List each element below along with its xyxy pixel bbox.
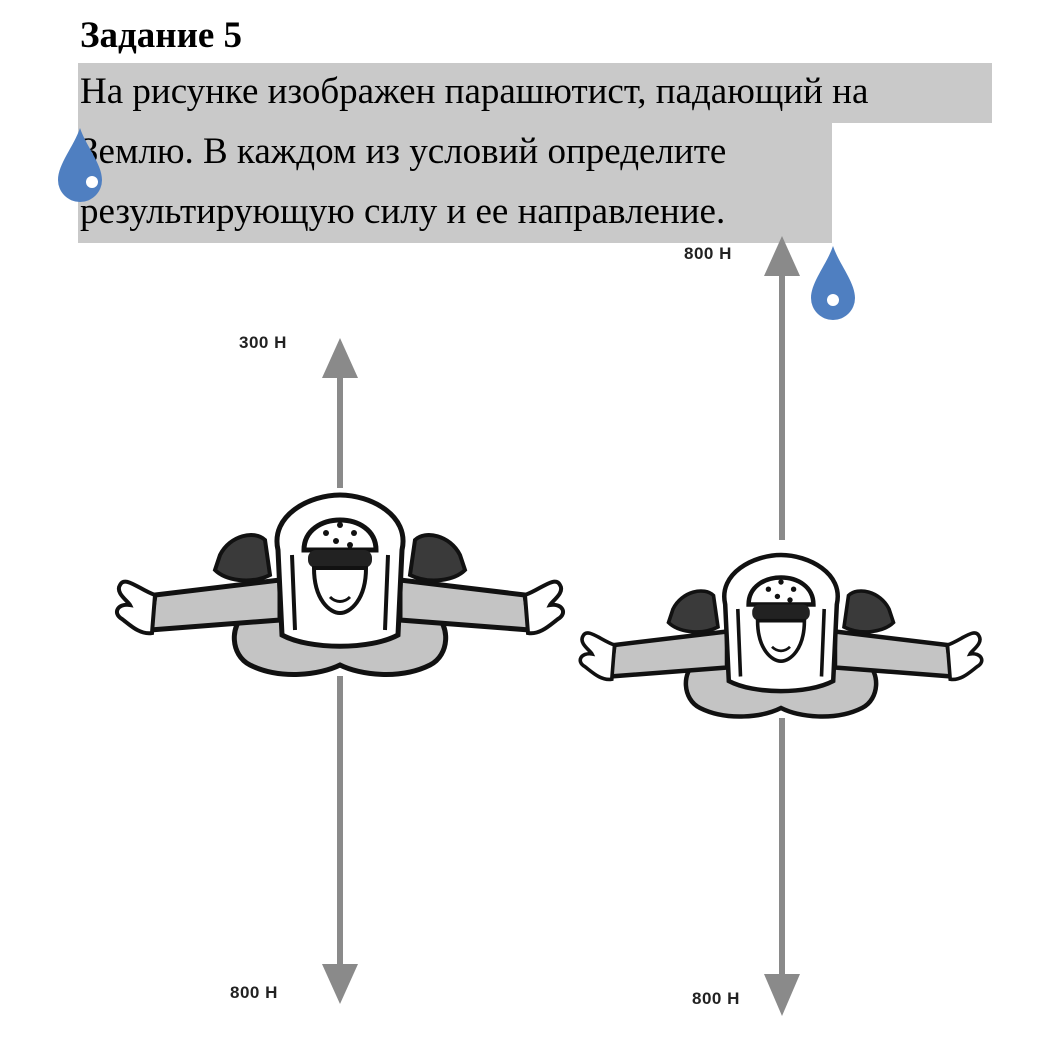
left-down-arrow [322, 676, 358, 1004]
task-title: Задание 5 [80, 15, 243, 56]
task-text-line-1: На рисунке изображен парашютист, падающи… [78, 63, 992, 123]
right-up-force-label: 800 Н [684, 244, 732, 263]
right-up-arrow [764, 236, 800, 540]
left-down-force-label: 800 Н [230, 983, 278, 1002]
right-down-force-label: 800 Н [692, 989, 740, 1008]
task-text-line-2: Землю. В каждом из условий определите [78, 123, 832, 183]
right-down-arrow [764, 718, 800, 1016]
right-skydiver [580, 555, 981, 717]
task-text-line-3: результирующую силу и ее направление. [78, 183, 832, 243]
left-up-force-label: 300 Н [239, 333, 287, 352]
comment-pin-icon[interactable] [54, 126, 106, 206]
left-skydiver [117, 495, 563, 674]
left-up-arrow [322, 338, 358, 488]
comment-pin-icon[interactable] [807, 244, 859, 324]
